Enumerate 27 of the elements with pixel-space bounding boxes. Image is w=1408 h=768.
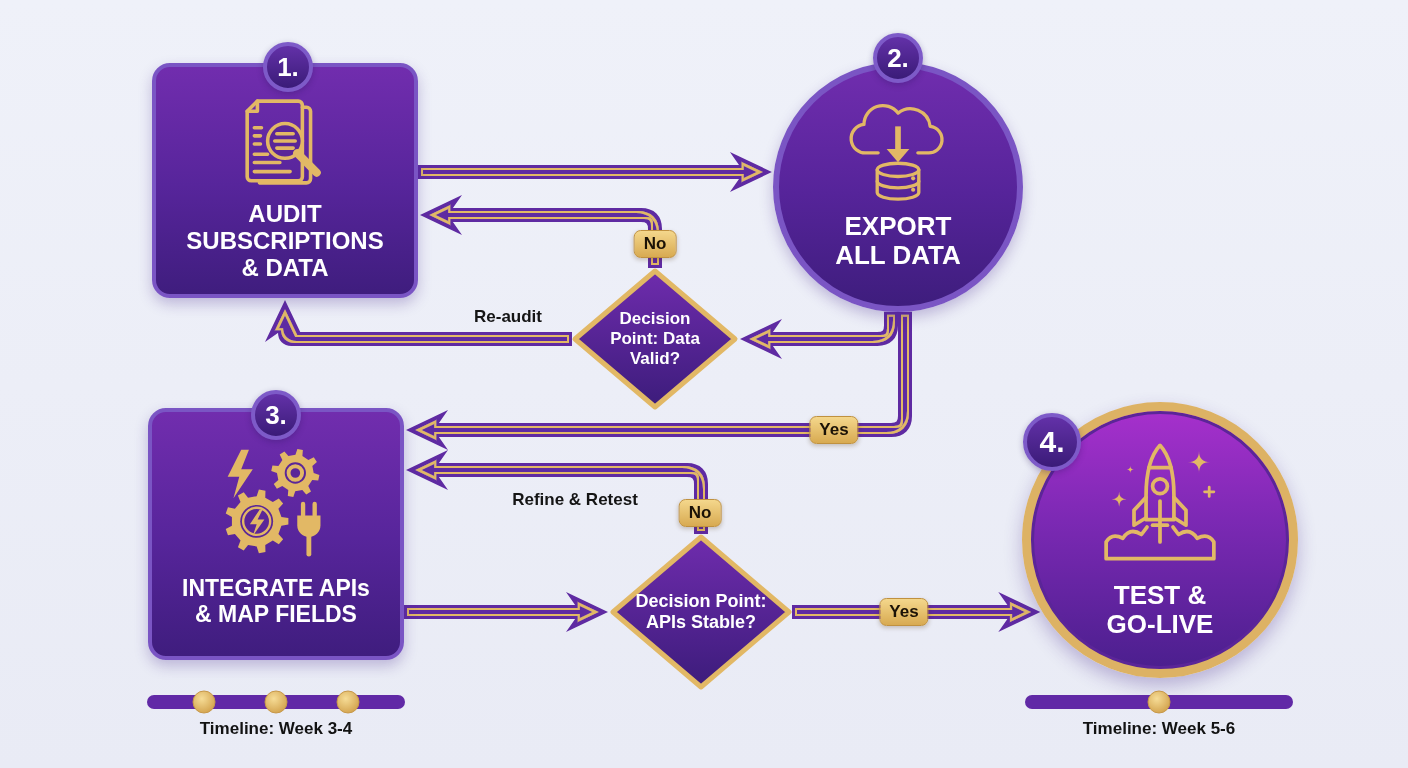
- arrow: [404, 592, 608, 632]
- step-title: TEST & GO-LIVE: [1105, 581, 1215, 640]
- arrow: [265, 300, 572, 346]
- arrow: [420, 195, 662, 268]
- edge-label: Yes: [879, 598, 929, 626]
- arrow: [406, 311, 912, 450]
- decision-text: Decision Point: Data Valid?: [609, 308, 701, 370]
- edge-label: No: [678, 499, 722, 527]
- edge-label: Yes: [809, 416, 859, 444]
- decision-text: Decision Point: APIs Stable?: [634, 590, 768, 634]
- step-number-badge: 2.: [873, 33, 923, 83]
- step-title: INTEGRATE APIs & MAP FIELDS: [181, 576, 371, 628]
- annotation-label: Refine & Retest: [512, 490, 638, 510]
- decision-diamond: [572, 268, 738, 410]
- edge-label: No: [633, 230, 677, 258]
- decision-diamond: [610, 534, 792, 690]
- arrow: [740, 311, 898, 359]
- step-title: EXPORT ALL DATA: [834, 212, 962, 271]
- step-title: AUDIT SUBSCRIPTIONS & DATA: [185, 201, 385, 282]
- arrow: [418, 152, 772, 192]
- timeline-caption: Timeline: Week 5-6: [1081, 718, 1237, 740]
- step-number-badge: 4.: [1023, 413, 1081, 471]
- step-number-badge: 1.: [263, 42, 313, 92]
- timeline-caption: Timeline: Week 3-4: [198, 718, 354, 740]
- edge-label: Re-audit: [474, 307, 542, 327]
- arrow: [406, 450, 708, 534]
- step-number-badge: 3.: [251, 390, 301, 440]
